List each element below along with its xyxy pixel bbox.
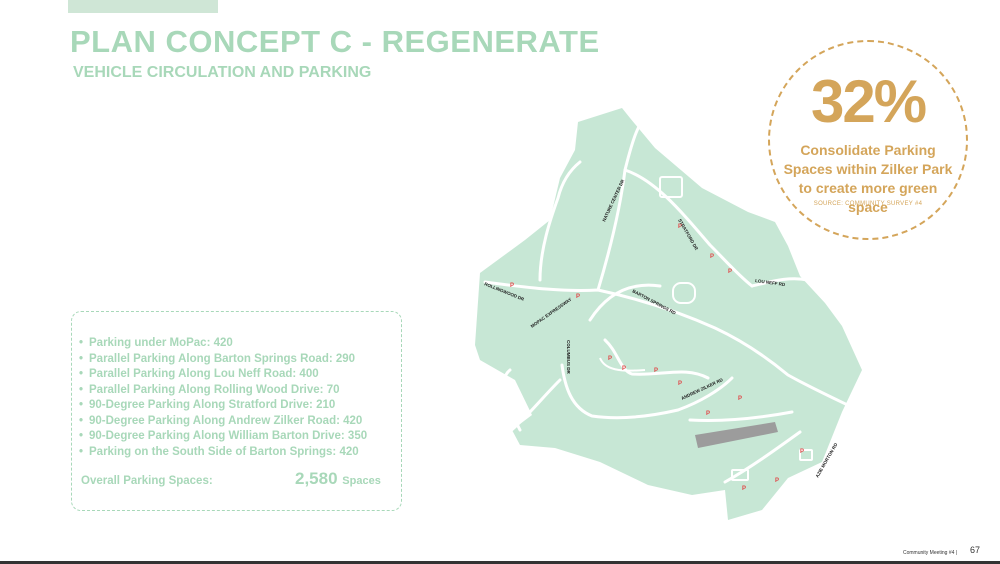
parking-list: •Parking under MoPac: 420 •Parallel Park…: [79, 336, 367, 460]
page-title: PLAN CONCEPT C - REGENERATE: [70, 24, 600, 59]
callout-message: Consolidate Parking Spaces within Zilker…: [783, 142, 953, 215]
parking-marker: P: [738, 396, 742, 402]
road-label-lou-neff: LOU NEFF RD: [755, 278, 786, 287]
parking-marker: P: [622, 366, 626, 372]
parking-marker: P: [775, 478, 779, 484]
list-item: •Parallel Parking Along Rolling Wood Dri…: [79, 383, 340, 396]
parking-marker: P: [576, 294, 580, 300]
footer-meeting: Community Meeting #4 |: [903, 550, 958, 556]
list-item: •Parallel Parking Along Lou Neff Road: 4…: [79, 368, 319, 380]
list-item: •90-Degree Parking Along William Barton …: [79, 430, 368, 442]
parking-lots: [599, 176, 813, 481]
parking-marker: P: [742, 486, 746, 492]
list-item: •90-Degree Parking Along Andrew Zilker R…: [79, 414, 363, 427]
parking-marker: P: [710, 254, 714, 260]
gray-parking-area: [695, 422, 778, 448]
parking-marker: P: [800, 449, 804, 455]
callout-source: SOURCE: COMMUNITY SURVEY #4: [813, 201, 923, 207]
total-value: 2,580 Spaces: [295, 469, 381, 488]
list-item: •Parking under MoPac: 420: [79, 337, 233, 349]
total-label: Overall Parking Spaces:: [81, 475, 213, 487]
list-item: •Parking on the South Side of Barton Spr…: [79, 445, 359, 458]
parking-marker: P: [706, 411, 710, 417]
parking-summary-box: •Parking under MoPac: 420 •Parallel Park…: [71, 311, 402, 511]
gazebo-icon: [672, 282, 696, 304]
parking-marker: P: [678, 224, 682, 230]
parking-marker: P: [510, 283, 514, 289]
parking-marker: P: [654, 368, 658, 374]
parking-marker: P: [608, 356, 612, 362]
road-network: [483, 123, 864, 484]
total-unit: Spaces: [342, 475, 381, 487]
callout-percent: 32%: [810, 68, 927, 135]
road-label-columbus: COLUMBUS DR: [566, 340, 571, 374]
list-item: •90-Degree Parking Along Stratford Drive…: [79, 399, 336, 411]
parking-marker: P: [678, 381, 682, 387]
page-subtitle: VEHICLE CIRCULATION AND PARKING: [73, 64, 372, 81]
parking-markers: P P P P P P P P P P P P P P: [510, 224, 804, 492]
statistic-callout: 32% Consolidate Parking Spaces within Zi…: [768, 40, 968, 240]
park-map: P P P P P P P P P P P P P P NATURE CENTE…: [475, 108, 864, 520]
page-number: 67: [970, 545, 981, 555]
list-item: •Parallel Parking Along Barton Springs R…: [79, 352, 356, 365]
header-tab: [68, 0, 218, 13]
footer-rule: [0, 561, 1000, 564]
parking-marker: P: [728, 269, 732, 275]
